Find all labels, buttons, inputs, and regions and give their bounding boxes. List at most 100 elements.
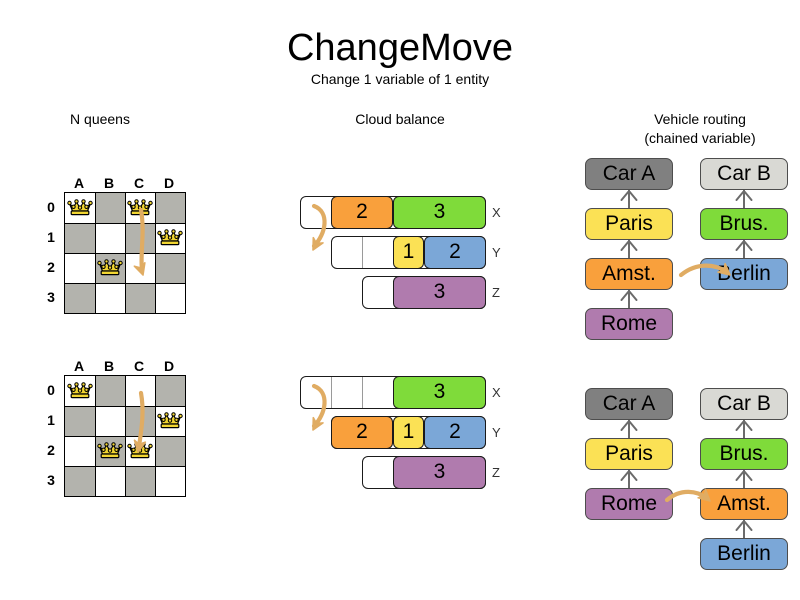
cloud-capacity-tick: [362, 377, 363, 408]
board-cell-B3[interactable]: [95, 283, 125, 313]
vrp-chain-line: [743, 470, 745, 488]
queen-A0[interactable]: [65, 376, 95, 406]
vrp-node-rome-after[interactable]: Rome: [585, 488, 673, 520]
vrp-node-brus-before[interactable]: Brus.: [700, 208, 788, 240]
board-cell-C3[interactable]: [125, 283, 155, 313]
board-cell-C1[interactable]: [125, 406, 155, 436]
queen-A0[interactable]: [65, 193, 95, 223]
board-cell-A1[interactable]: [65, 223, 95, 253]
board-cell-D3[interactable]: [155, 466, 185, 496]
board-cell-D3[interactable]: [155, 283, 185, 313]
vrp-chain-line: [628, 470, 630, 488]
board-cell-A3[interactable]: [65, 283, 95, 313]
chessboard-after[interactable]: [64, 375, 186, 497]
board-cell-C2[interactable]: [125, 253, 155, 283]
vrp-node-paris-after[interactable]: Paris: [585, 438, 673, 470]
cloud-process-Y-1[interactable]: 1: [393, 416, 424, 449]
vrp-arrow-head: [620, 421, 638, 431]
board-cell-D0[interactable]: [155, 193, 185, 223]
board-cell-D2[interactable]: [155, 253, 185, 283]
queen-C0[interactable]: [125, 193, 155, 223]
board-gridline-h: [65, 466, 185, 467]
board-cell-B0[interactable]: [95, 376, 125, 406]
queen-D1[interactable]: [155, 223, 185, 253]
page-subtitle: Change 1 variable of 1 entity: [310, 71, 490, 87]
vrp-node-cara-before[interactable]: Car A: [585, 158, 673, 190]
vrp-chain-line: [743, 520, 745, 538]
board-cell-B1[interactable]: [95, 406, 125, 436]
board-cell-C3[interactable]: [125, 466, 155, 496]
vrp-arrow-head: [620, 191, 638, 201]
cloud-process-Y-0[interactable]: 1: [393, 236, 424, 269]
vrp-arrow-head: [620, 471, 638, 481]
board-row-label-1: 1: [47, 229, 55, 245]
cloud-process-Z-0[interactable]: 3: [393, 456, 486, 489]
board-gridline-h: [65, 253, 185, 254]
vrp-chain-line: [628, 190, 630, 208]
queen-D1[interactable]: [155, 406, 185, 436]
board-col-label-C: C: [133, 358, 145, 374]
vrp-chain-line: [628, 290, 630, 308]
queen-C2[interactable]: [125, 436, 155, 466]
board-cell-C0[interactable]: [125, 376, 155, 406]
queen-B2[interactable]: [95, 253, 125, 283]
cloud-process-X-0[interactable]: 3: [393, 376, 486, 409]
cloud-process-Y-1[interactable]: 2: [424, 236, 486, 269]
board-cell-A3[interactable]: [65, 466, 95, 496]
cloud-process-X-0[interactable]: 2: [331, 196, 393, 229]
cloud-process-Y-2[interactable]: 2: [424, 416, 486, 449]
vrp-arrow-head: [735, 521, 753, 531]
vrp-move-arrow-path: [678, 262, 731, 278]
board-row-label-3: 3: [47, 472, 55, 488]
cloud-capacity-tick: [331, 377, 332, 408]
board-row-label-3: 3: [47, 289, 55, 305]
vrp-heading-line1: Vehicle routing: [654, 111, 746, 127]
vrp-node-carb-before[interactable]: Car B: [700, 158, 788, 190]
cloud-capacity-tick: [362, 237, 363, 268]
board-col-label-D: D: [163, 358, 175, 374]
board-cell-B3[interactable]: [95, 466, 125, 496]
queen-icon: [97, 259, 123, 276]
board-cell-D0[interactable]: [155, 376, 185, 406]
vrp-heading-line2: (chained variable): [644, 130, 756, 146]
board-cell-A2[interactable]: [65, 436, 95, 466]
vrp-node-amst-after[interactable]: Amst.: [700, 488, 788, 520]
vrp-node-cara-after[interactable]: Car A: [585, 388, 673, 420]
queen-icon: [67, 199, 93, 216]
vrp-node-paris-before[interactable]: Paris: [585, 208, 673, 240]
vrp-node-brus-after[interactable]: Brus.: [700, 438, 788, 470]
vrp-chain-line: [743, 190, 745, 208]
board-row-label-0: 0: [47, 382, 55, 398]
board-cell-A1[interactable]: [65, 406, 95, 436]
queen-icon: [157, 229, 183, 246]
board-cell-B1[interactable]: [95, 223, 125, 253]
vrp-node-carb-after[interactable]: Car B: [700, 388, 788, 420]
cloud-process-Z-0[interactable]: 3: [393, 276, 486, 309]
page-title: ChangeMove: [286, 27, 514, 69]
vrp-node-berlin-after[interactable]: Berlin: [700, 538, 788, 570]
queen-B2[interactable]: [95, 436, 125, 466]
vrp-node-amst-before[interactable]: Amst.: [585, 258, 673, 290]
board-cell-C1[interactable]: [125, 223, 155, 253]
vrp-node-rome-before[interactable]: Rome: [585, 308, 673, 340]
board-cell-D2[interactable]: [155, 436, 185, 466]
cloud-process-Y-0[interactable]: 2: [331, 416, 393, 449]
board-row-label-2: 2: [47, 442, 55, 458]
board-cell-B0[interactable]: [95, 193, 125, 223]
vrp-arrow-head: [735, 421, 753, 431]
vrp-arrow-head: [735, 471, 753, 481]
board-col-label-B: B: [103, 175, 115, 191]
vrp-node-berlin-before[interactable]: Berlin: [700, 258, 788, 290]
cloud-process-X-1[interactable]: 3: [393, 196, 486, 229]
board-cell-A2[interactable]: [65, 253, 95, 283]
chessboard-before[interactable]: [64, 192, 186, 314]
board-gridline-v: [155, 193, 156, 313]
